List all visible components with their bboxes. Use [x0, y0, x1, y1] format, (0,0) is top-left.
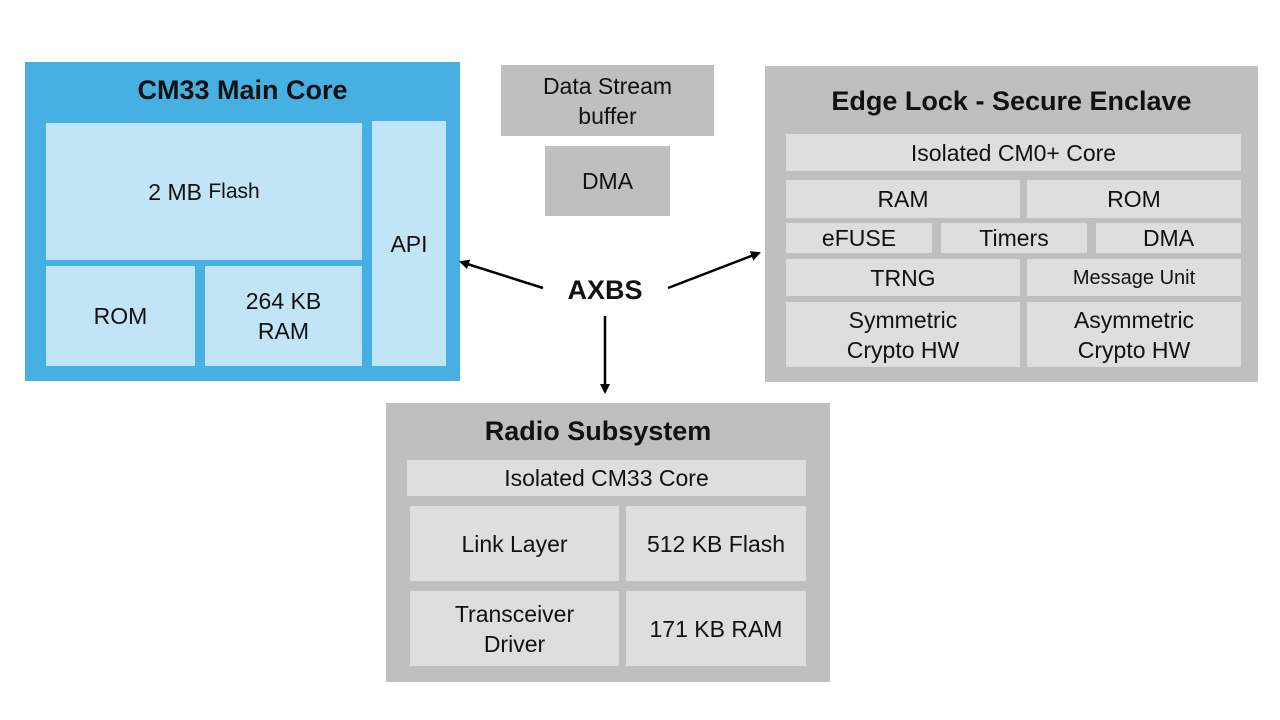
edge-ram-cell: RAM — [786, 180, 1020, 218]
ram-cell: 264 KB RAM — [205, 266, 362, 366]
isolated-cm33-core-cell: Isolated CM33 Core — [407, 460, 806, 496]
flash-word: Flash — [208, 179, 260, 203]
isolated-cm0-core-cell: Isolated CM0+ Core — [786, 134, 1241, 171]
arrow-to-main-core — [459, 259, 544, 290]
edge-rom-cell: ROM — [1027, 180, 1241, 218]
symmetric-crypto-cell: Symmetric Crypto HW — [786, 302, 1020, 367]
edge-dma-cell: DMA — [1096, 223, 1241, 253]
api-cell: API — [372, 121, 446, 366]
edge-lock-title: Edge Lock - Secure Enclave — [831, 86, 1192, 116]
data-stream-buffer-block: Data Stream buffer — [501, 65, 714, 136]
cm33-main-core-block: CM33 Main Core 2 MB Flash API ROM 264 KB… — [25, 62, 460, 381]
edge-lock-secure-enclave-block: Edge Lock - Secure Enclave Isolated CM0+… — [765, 66, 1258, 382]
flash-size: 2 MB — [148, 178, 202, 205]
main-core-title: CM33 Main Core — [137, 75, 348, 105]
dma-block: DMA — [545, 146, 670, 216]
radio-subsystem-block: Radio Subsystem Isolated CM33 Core Link … — [386, 403, 830, 682]
radio-flash-cell: 512 KB Flash — [626, 506, 806, 581]
message-unit-cell: Message Unit — [1027, 259, 1241, 296]
trng-cell: TRNG — [786, 259, 1020, 296]
arrow-to-edge-lock — [667, 251, 761, 290]
rom-cell: ROM — [46, 266, 195, 366]
axbs-label: AXBS — [567, 274, 643, 305]
radio-ram-cell: 171 KB RAM — [626, 591, 806, 666]
asymmetric-crypto-cell: Asymmetric Crypto HW — [1027, 302, 1241, 367]
flash-cell: 2 MB Flash — [46, 123, 362, 260]
efuse-cell: eFUSE — [786, 223, 932, 253]
link-layer-cell: Link Layer — [410, 506, 619, 581]
timers-cell: Timers — [941, 223, 1087, 253]
transceiver-driver-cell: Transceiver Driver — [410, 591, 619, 666]
radio-title: Radio Subsystem — [484, 416, 712, 446]
